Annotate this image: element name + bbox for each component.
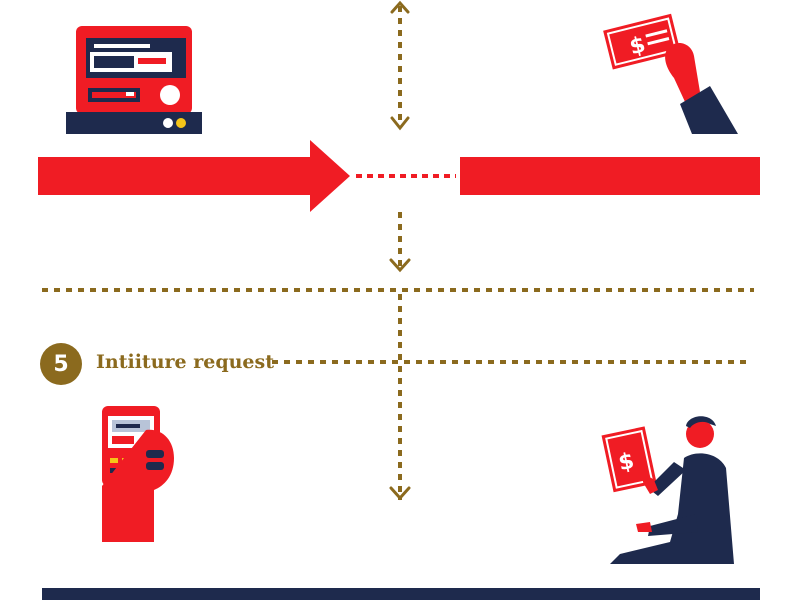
step-label: Intiiture request [96,351,274,373]
cheque-dollar-sign: $ [616,449,636,477]
person-with-cheque-icon: $ [601,416,734,564]
horizontal-dotted-separator [42,288,754,292]
flow-gap-connector [356,174,456,178]
flow-bar-right [460,157,760,195]
arrow-down-icon [389,258,411,273]
step-row-connector [272,360,746,364]
cash-register-icon [66,26,202,134]
lower-vertical-connector [389,294,411,501]
mid-vertical-connector [389,212,411,273]
step-number-badge: 5 [40,343,82,385]
cheque-dollar-sign: $ [627,32,648,60]
bottom-bar [42,588,760,600]
flow-arrow-left [38,140,350,212]
arrow-down-icon [389,486,411,501]
top-vertical-connector [390,0,410,131]
hand-with-cheque-icon: $ [603,13,738,134]
payment-terminal-hand-icon [102,406,174,542]
